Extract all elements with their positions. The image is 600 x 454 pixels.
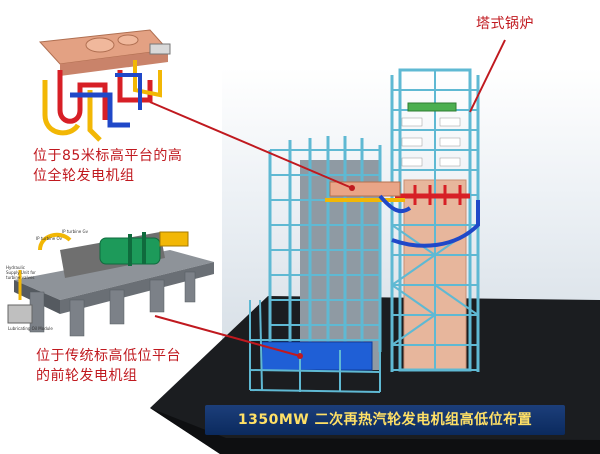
- boiler-label: 塔式锅炉: [476, 16, 534, 32]
- high-unit-label: 位于85米标高平台的高 位全轮发电机组: [33, 146, 183, 186]
- inset-text-lube-oil: Lubricating Oil Module: [8, 326, 53, 331]
- high-unit-inset: [38, 29, 171, 142]
- leader-line-low: [154, 315, 301, 357]
- inset-text-ip-ov: IP turbine Ov: [36, 236, 63, 241]
- inset-text-ip-gv: IP turbine Gv: [62, 229, 88, 234]
- inset-text-hydraulic: Hydraulic Supply Unit for turbine valves: [6, 265, 36, 280]
- ground-slab-front: [150, 408, 600, 454]
- low-unit-inset: [7, 231, 214, 337]
- low-unit-label-line2: 的前轮发电机组: [36, 368, 138, 384]
- low-unit-label: 位于传统标高低位平台 的前轮发电机组: [36, 346, 206, 386]
- high-unit-label-line1: 位于85米标高平台的高: [33, 148, 183, 164]
- leader-line-high: [149, 101, 353, 189]
- low-unit-label-line1: 位于传统标高低位平台: [36, 348, 181, 364]
- leader-line-boiler: [469, 39, 506, 113]
- high-unit-label-line2: 位全轮发电机组: [33, 168, 135, 184]
- boiler-tower: [390, 68, 480, 372]
- caption-banner: 1350MW 二次再热汽轮发电机组高低位布置: [205, 405, 565, 435]
